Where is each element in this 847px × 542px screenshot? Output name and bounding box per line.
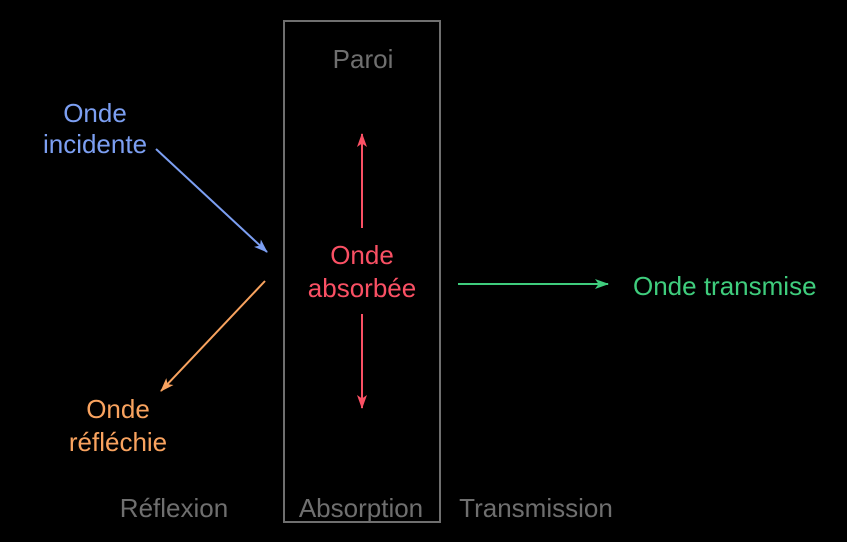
reflected-wave-label: Onde réfléchie xyxy=(68,394,168,457)
incident-wave-label: Onde incidente xyxy=(42,98,148,159)
wall-title: Paroi xyxy=(332,44,394,74)
incident-wave-arrow xyxy=(155,148,268,253)
absorbed-wave-label: Onde absorbée xyxy=(307,240,417,303)
phenomenon-absorption-label: Absorption xyxy=(298,493,424,523)
phenomenon-reflection-label: Réflexion xyxy=(119,493,229,523)
transmitted-wave-label: Onde transmise xyxy=(633,271,817,301)
wall-box xyxy=(283,20,441,523)
phenomenon-transmission-label: Transmission xyxy=(459,493,613,523)
reflected-wave-arrow xyxy=(160,280,266,392)
